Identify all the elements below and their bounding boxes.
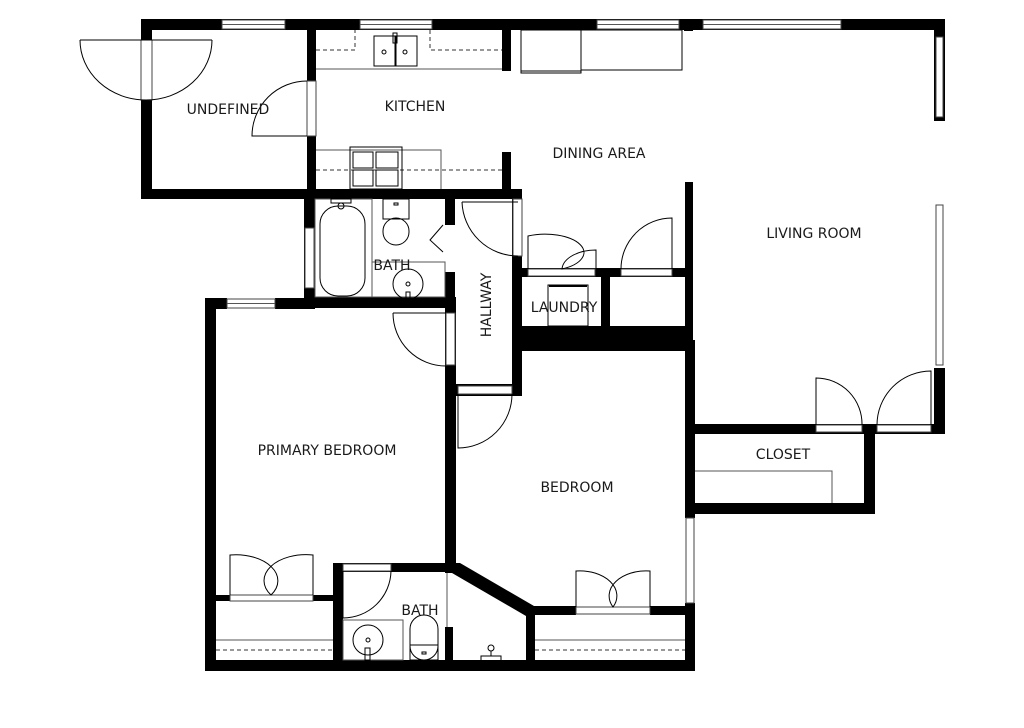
room-label-bath-upper: BATH bbox=[373, 258, 410, 274]
room-label-undefined: UNDEFINED bbox=[187, 102, 270, 118]
kitchen-sink-icon bbox=[373, 32, 418, 67]
room-label-hallway: HALLWAY bbox=[479, 272, 495, 337]
doors bbox=[79, 39, 932, 619]
room-label-dining-area: DINING AREA bbox=[552, 146, 645, 162]
room-label-closet: CLOSET bbox=[756, 447, 811, 463]
bathtub-icon bbox=[314, 198, 373, 298]
stove-icon bbox=[349, 146, 403, 190]
room-label-laundry: LAUNDRY bbox=[531, 300, 598, 316]
toilet-icon bbox=[382, 198, 410, 246]
fixtures bbox=[216, 29, 833, 661]
lower-bath-fixtures bbox=[342, 573, 502, 661]
room-label-bedroom: BEDROOM bbox=[540, 480, 613, 496]
walls bbox=[141, 19, 945, 671]
room-label-living-room: LIVING ROOM bbox=[766, 226, 861, 242]
windows bbox=[221, 19, 944, 604]
room-label-primary-bedroom: PRIMARY BEDROOM bbox=[258, 443, 397, 459]
room-label-kitchen: KITCHEN bbox=[385, 99, 446, 115]
room-labels: UNDEFINED KITCHEN DINING AREA LIVING ROO… bbox=[187, 99, 862, 619]
room-label-bath-lower: BATH bbox=[401, 603, 438, 619]
bath-sink-icon bbox=[371, 261, 446, 300]
